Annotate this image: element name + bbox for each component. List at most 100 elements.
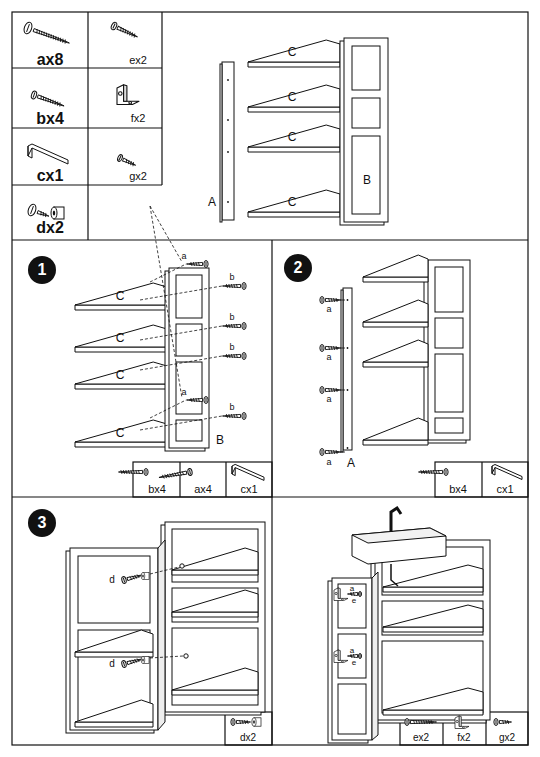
part-label: a (350, 647, 354, 655)
corner-shelf (363, 418, 428, 445)
corner-shelf (383, 605, 483, 632)
hardware-count: ax8 (37, 52, 64, 68)
corner-shelf (75, 420, 167, 447)
allen-key (28, 144, 68, 164)
hardware-count: dx2 (36, 220, 64, 236)
part-label: cx1 (240, 484, 257, 495)
screw-icon (419, 469, 449, 476)
part-label: ax4 (194, 484, 212, 495)
screw-icon (320, 345, 342, 352)
screw-icon (231, 719, 251, 726)
part-label: fx2 (457, 733, 470, 743)
side-frame (340, 38, 388, 225)
part-label: A (208, 196, 216, 208)
part-label: a (350, 585, 354, 593)
corner-shelf (172, 668, 258, 695)
screw-icon (320, 449, 342, 456)
cam-lock (141, 656, 149, 663)
part-label: C (288, 91, 297, 103)
part-label: b (229, 403, 234, 412)
side-board (220, 62, 234, 222)
screw-icon (119, 469, 149, 476)
corner-shelf (363, 300, 428, 327)
corner-shelf (75, 362, 167, 389)
screw-icon (405, 719, 437, 726)
cam-lock (141, 572, 149, 579)
hardware-count: gx2 (129, 171, 147, 182)
corner-shelf (248, 190, 340, 217)
angle-bracket (334, 650, 348, 663)
hardware-count: cx1 (37, 168, 64, 184)
angle-bracket (117, 85, 139, 105)
part-label: C (288, 46, 297, 58)
allen-key (492, 465, 522, 480)
part-label: d (109, 659, 115, 669)
part-label: a (181, 388, 186, 397)
corner-shelf (248, 40, 340, 67)
part-label: cx1 (496, 484, 513, 495)
part-label: gx2 (499, 733, 515, 743)
side-frame (328, 578, 372, 743)
corner-shelf (248, 85, 340, 112)
part-label: C (288, 131, 297, 143)
part-label: b (229, 313, 234, 322)
part-label: e (352, 659, 356, 667)
cam-lock (51, 207, 64, 219)
screw-icon (348, 592, 362, 597)
screw-icon (320, 387, 342, 394)
side-board (341, 288, 352, 452)
corner-shelf (363, 255, 428, 282)
corner-shelf (172, 548, 258, 575)
wash-basin (352, 508, 446, 586)
angle-bracket (334, 588, 348, 601)
corner-shelf (75, 283, 167, 310)
hardware-count: ex2 (129, 55, 147, 66)
part-label: d (109, 575, 115, 585)
corner-shelf (75, 630, 153, 657)
screw-icon (223, 283, 247, 290)
side-frame (66, 548, 158, 733)
cam-lock (252, 718, 261, 726)
side-frame (424, 260, 470, 443)
part-label: a (326, 353, 331, 362)
part-label: a (326, 395, 331, 404)
part-label: a (326, 458, 331, 467)
corner-shelf (383, 688, 483, 715)
step-number-text: 2 (294, 259, 303, 277)
screw-icon (27, 203, 51, 222)
screw-icon (30, 90, 65, 109)
angle-bracket (455, 716, 469, 729)
screw-icon (320, 297, 342, 304)
step-number: 2 (284, 254, 312, 282)
step-number: 3 (28, 509, 56, 537)
part-label: C (116, 427, 125, 439)
part-label: b (229, 273, 234, 282)
part-label: C (116, 290, 125, 302)
screw-icon (223, 353, 247, 360)
part-label: C (288, 196, 297, 208)
part-label: bx4 (449, 484, 467, 495)
part-label: dx2 (240, 733, 256, 743)
part-label: e (352, 597, 356, 605)
screw-icon (187, 397, 209, 404)
screw-icon (348, 654, 362, 659)
screw-icon (223, 413, 247, 420)
hardware-count: bx4 (36, 111, 64, 127)
screw-icon (121, 656, 144, 668)
screw-icon (223, 323, 247, 330)
corner-shelf (383, 565, 483, 592)
part-label: b (229, 343, 234, 352)
hardware-count: fx2 (131, 113, 146, 124)
screw-icon (110, 21, 139, 40)
corner-shelf (172, 590, 258, 617)
part-label: A (347, 457, 355, 469)
corner-shelf (363, 340, 428, 367)
step-number: 1 (28, 256, 56, 284)
side-frame (161, 522, 265, 715)
screw-icon (494, 719, 512, 726)
part-label: a (181, 252, 186, 261)
part-label: C (116, 369, 125, 381)
screw-icon (121, 572, 144, 584)
screw-icon (158, 468, 192, 481)
